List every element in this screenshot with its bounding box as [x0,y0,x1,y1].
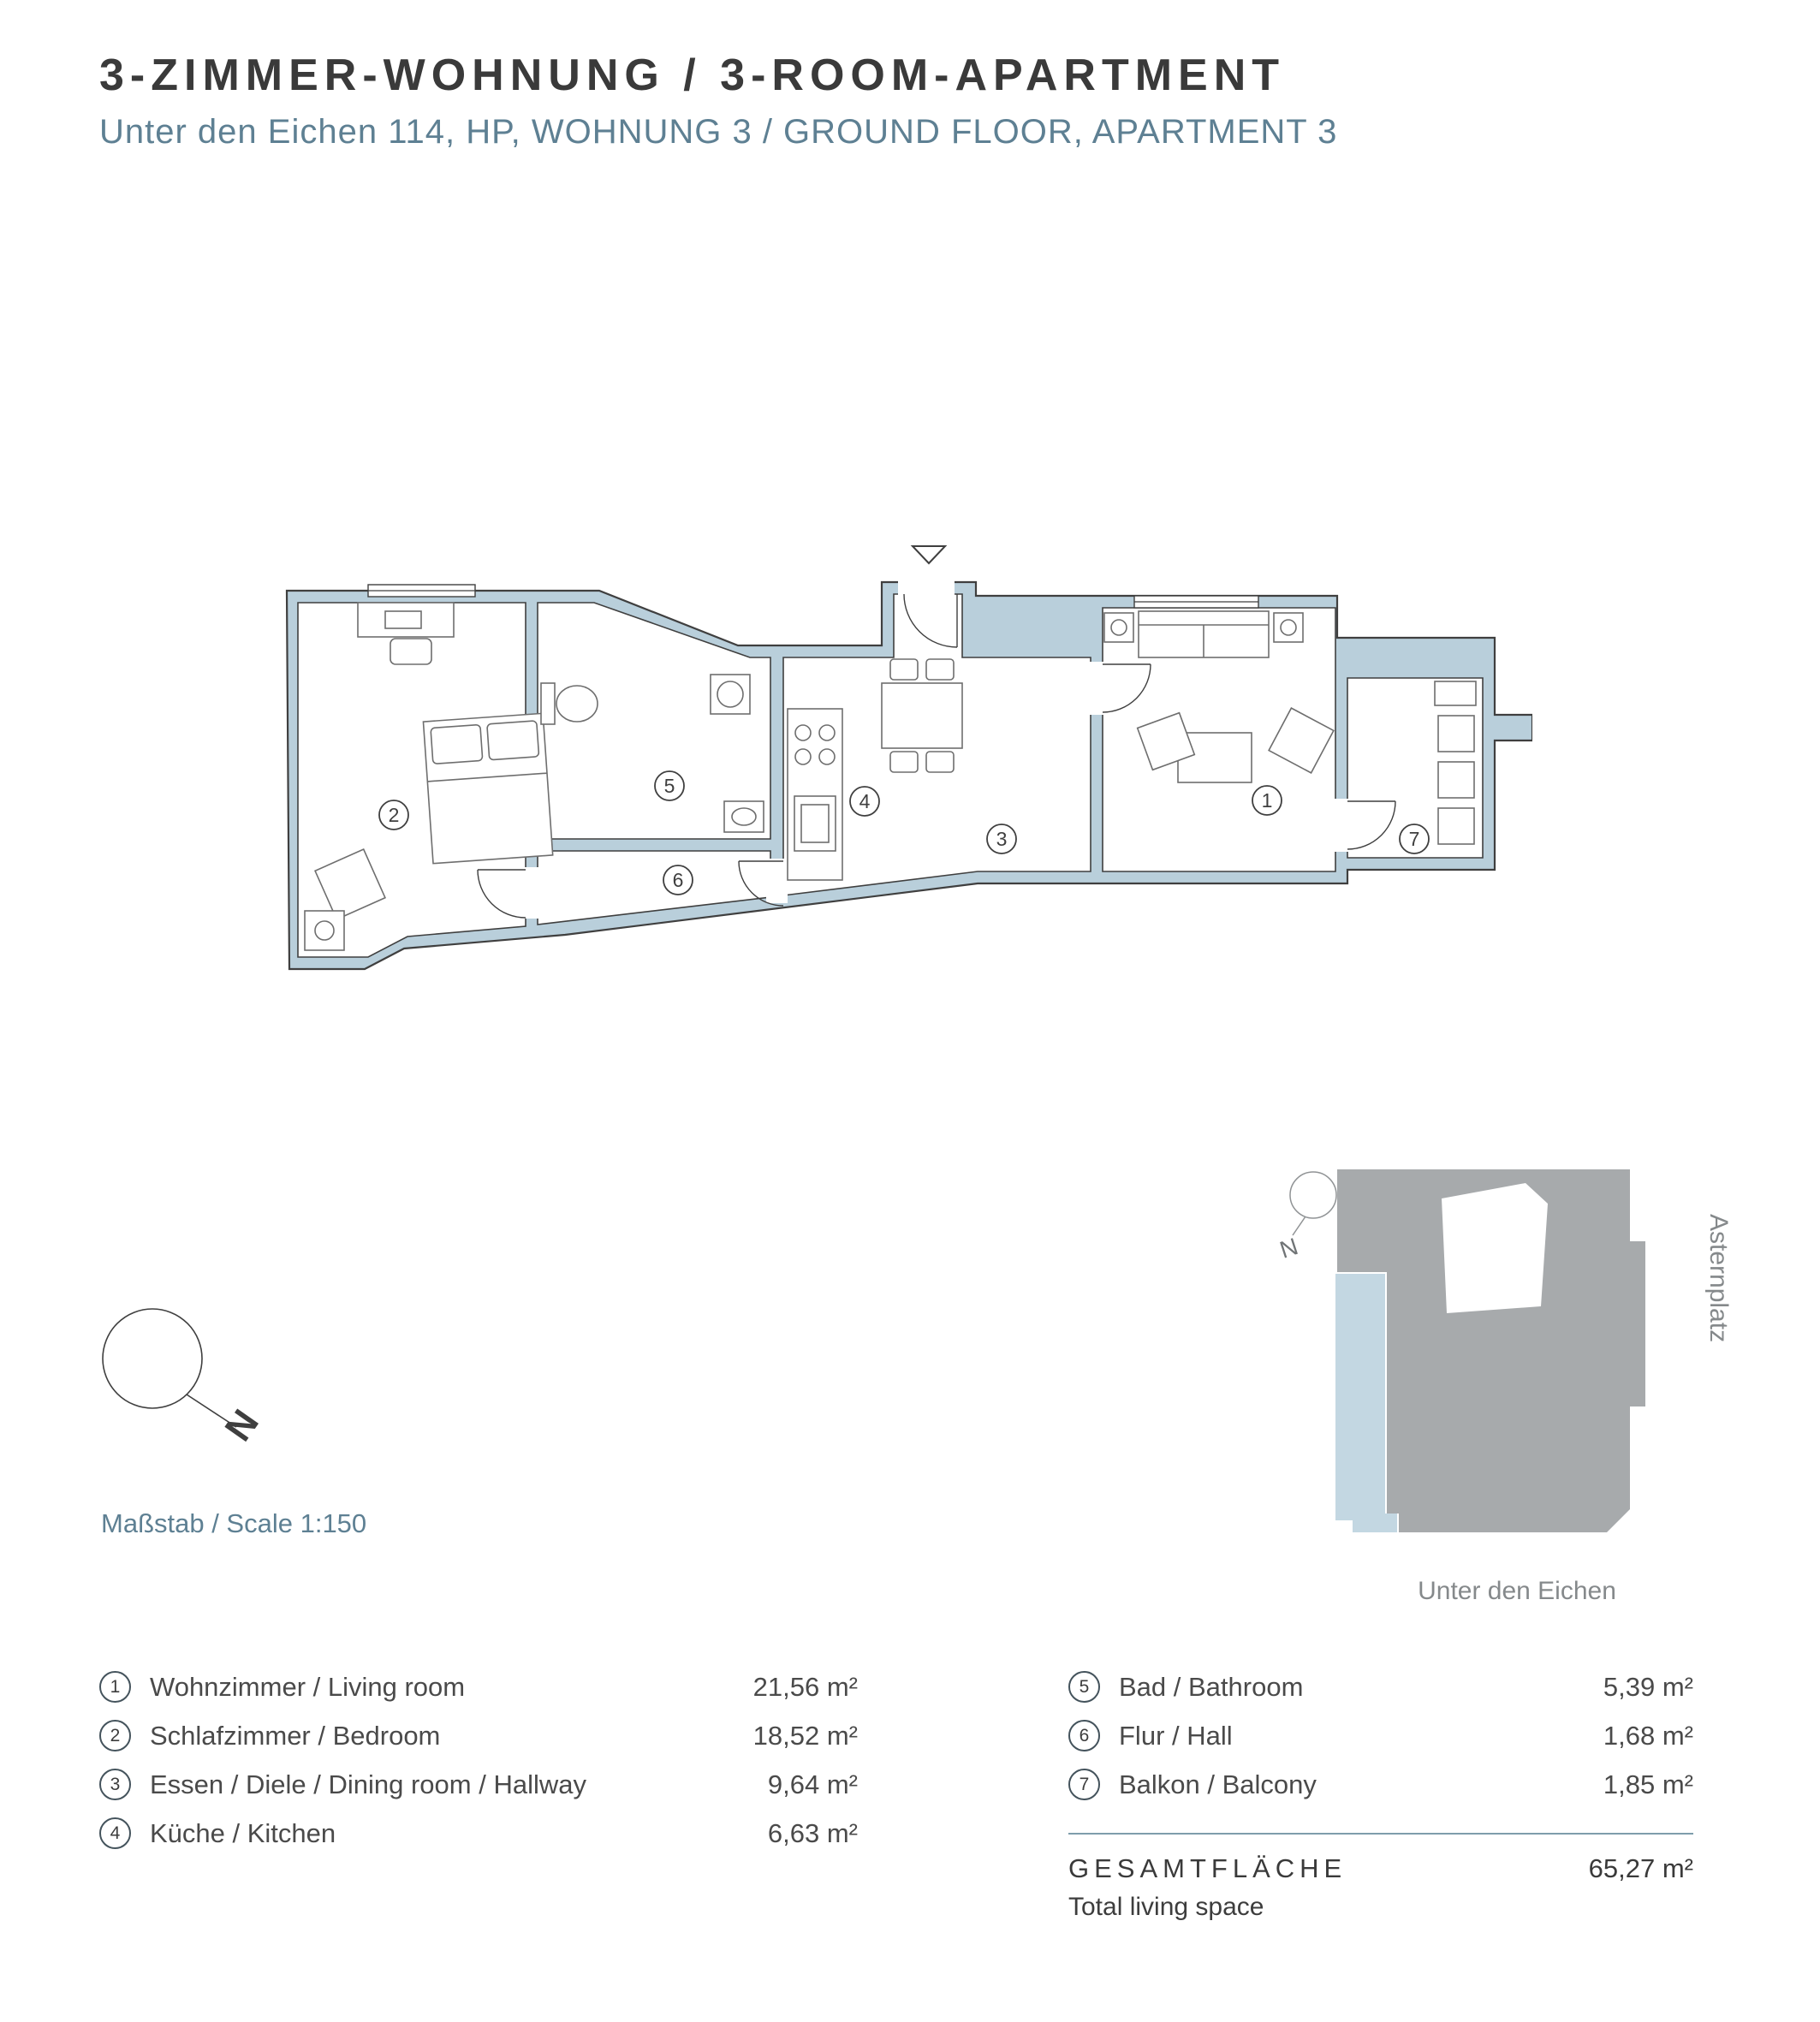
sofa [1138,610,1270,658]
legend-label: Flur / Hall [1119,1720,1233,1751]
legend-label: Wohnzimmer / Living room [150,1671,466,1702]
building-footprint [1337,1169,1645,1532]
lounge-chair [1268,707,1335,774]
bed [422,712,554,865]
toilet [540,682,598,725]
door-bedroom [477,869,526,919]
page-title: 3-ZIMMER-WOHNUNG / 3-ROOM-APARTMENT [99,51,1286,100]
door-gap-hall [766,859,788,903]
room-number-badge: 4 [99,1817,131,1849]
door-gap-bedroom [521,867,542,919]
site-map-north-label: N [1276,1233,1301,1264]
legend-area: 21,56 m² [752,1671,858,1702]
dining-table [881,658,963,773]
entrance-marker-icon [910,545,948,565]
street-label-side: Asternplatz [1704,1214,1733,1342]
legend-item-bedroom: 2 Schlafzimmer / Bedroom 18,52 m² [99,1711,858,1760]
door-gap-entrance [898,579,955,598]
side-table [1273,612,1304,643]
door-living [1102,663,1151,713]
door-gap-living [1087,662,1106,715]
legend-item-hall: 6 Flur / Hall 1,68 m² [1068,1711,1693,1760]
armchair [314,848,386,920]
svg-text:6: 6 [673,869,684,891]
lounge-chair [1136,711,1196,771]
kitchen-counter [787,708,843,881]
legend-label: Küche / Kitchen [150,1817,336,1848]
legend-area: 6,63 m² [767,1817,858,1848]
window [367,584,476,598]
compass-north-label: N [217,1402,266,1448]
legend-area: 1,68 m² [1603,1720,1693,1751]
room-marker-7: 7 [1399,824,1430,854]
total-area-block: GESAMTFLÄCHE Total living space 65,27 m² [1068,1833,1693,1922]
svg-text:4: 4 [859,790,871,812]
room-marker-5: 5 [654,770,685,801]
svg-text:2: 2 [389,804,400,826]
legend-label: Essen / Diele / Dining room / Hallway [150,1769,586,1799]
total-area-sublabel: Total living space [1068,1893,1264,1921]
door-balcony [1347,800,1396,850]
legend-area: 9,64 m² [767,1769,858,1799]
room-number-badge: 6 [1068,1720,1100,1751]
site-map-compass-icon: N [1276,1171,1337,1264]
room-marker-1: 1 [1252,785,1282,816]
room-marker-6: 6 [663,865,693,895]
balcony-planters [1434,681,1477,845]
washbasin [723,800,764,833]
room-number-badge: 3 [99,1769,131,1800]
legend-label: Balkon / Balcony [1119,1769,1317,1799]
room-marker-4: 4 [849,786,880,817]
legend-label: Schlafzimmer / Bedroom [150,1720,441,1751]
legend-item-dining: 3 Essen / Diele / Dining room / Hallway … [99,1760,858,1809]
room-number-badge: 5 [1068,1671,1100,1703]
page-subtitle: Unter den Eichen 114, HP, WOHNUNG 3 / GR… [99,113,1338,151]
legend-area: 5,39 m² [1603,1671,1693,1702]
legend-item-living-room: 1 Wohnzimmer / Living room 21,56 m² [99,1662,858,1711]
scale-label: Maßstab / Scale 1:150 [101,1508,367,1538]
compass-icon: N [102,1308,267,1448]
legend-area: 18,52 m² [752,1720,858,1751]
window [1133,595,1259,609]
bedroom-desk [357,602,455,665]
door-entrance [903,593,958,648]
column-symbol [304,910,345,951]
room-number-badge: 2 [99,1720,131,1751]
room-marker-3: 3 [986,824,1017,854]
street-label-bottom: Unter den Eichen [1418,1577,1616,1605]
svg-text:3: 3 [996,828,1008,850]
door-hall [738,860,784,907]
svg-text:7: 7 [1409,828,1420,850]
legend-item-bathroom: 5 Bad / Bathroom 5,39 m² [1068,1662,1693,1711]
legend-item-kitchen: 4 Küche / Kitchen 6,63 m² [99,1809,858,1858]
legend-area: 1,85 m² [1603,1769,1693,1799]
svg-text:1: 1 [1262,789,1273,812]
room-number-badge: 1 [99,1671,131,1703]
total-area-value: 65,27 m² [1588,1853,1693,1883]
legend-left-column: 1 Wohnzimmer / Living room 21,56 m² 2 Sc… [99,1662,858,1858]
legend-label: Bad / Bathroom [1119,1671,1304,1702]
side-table [1103,612,1134,643]
floor-plan: 1 2 3 4 5 6 7 [285,545,1532,971]
apartment-highlight [1335,1274,1397,1532]
legend-right-column: 5 Bad / Bathroom 5,39 m² 6 Flur / Hall 1… [1068,1662,1693,1922]
legend-item-balcony: 7 Balkon / Balcony 1,85 m² [1068,1760,1693,1809]
washing-machine [710,674,751,715]
site-map: N Asternplatz Unter den Eichen [1276,1169,1733,1605]
header: 3-ZIMMER-WOHNUNG / 3-ROOM-APARTMENT Unte… [99,50,1337,152]
door-gap-balcony [1332,799,1351,852]
room-number-badge: 7 [1068,1769,1100,1800]
room-marker-2: 2 [378,800,409,830]
total-area-label: GESAMTFLÄCHE [1068,1853,1347,1883]
svg-text:5: 5 [664,775,675,797]
